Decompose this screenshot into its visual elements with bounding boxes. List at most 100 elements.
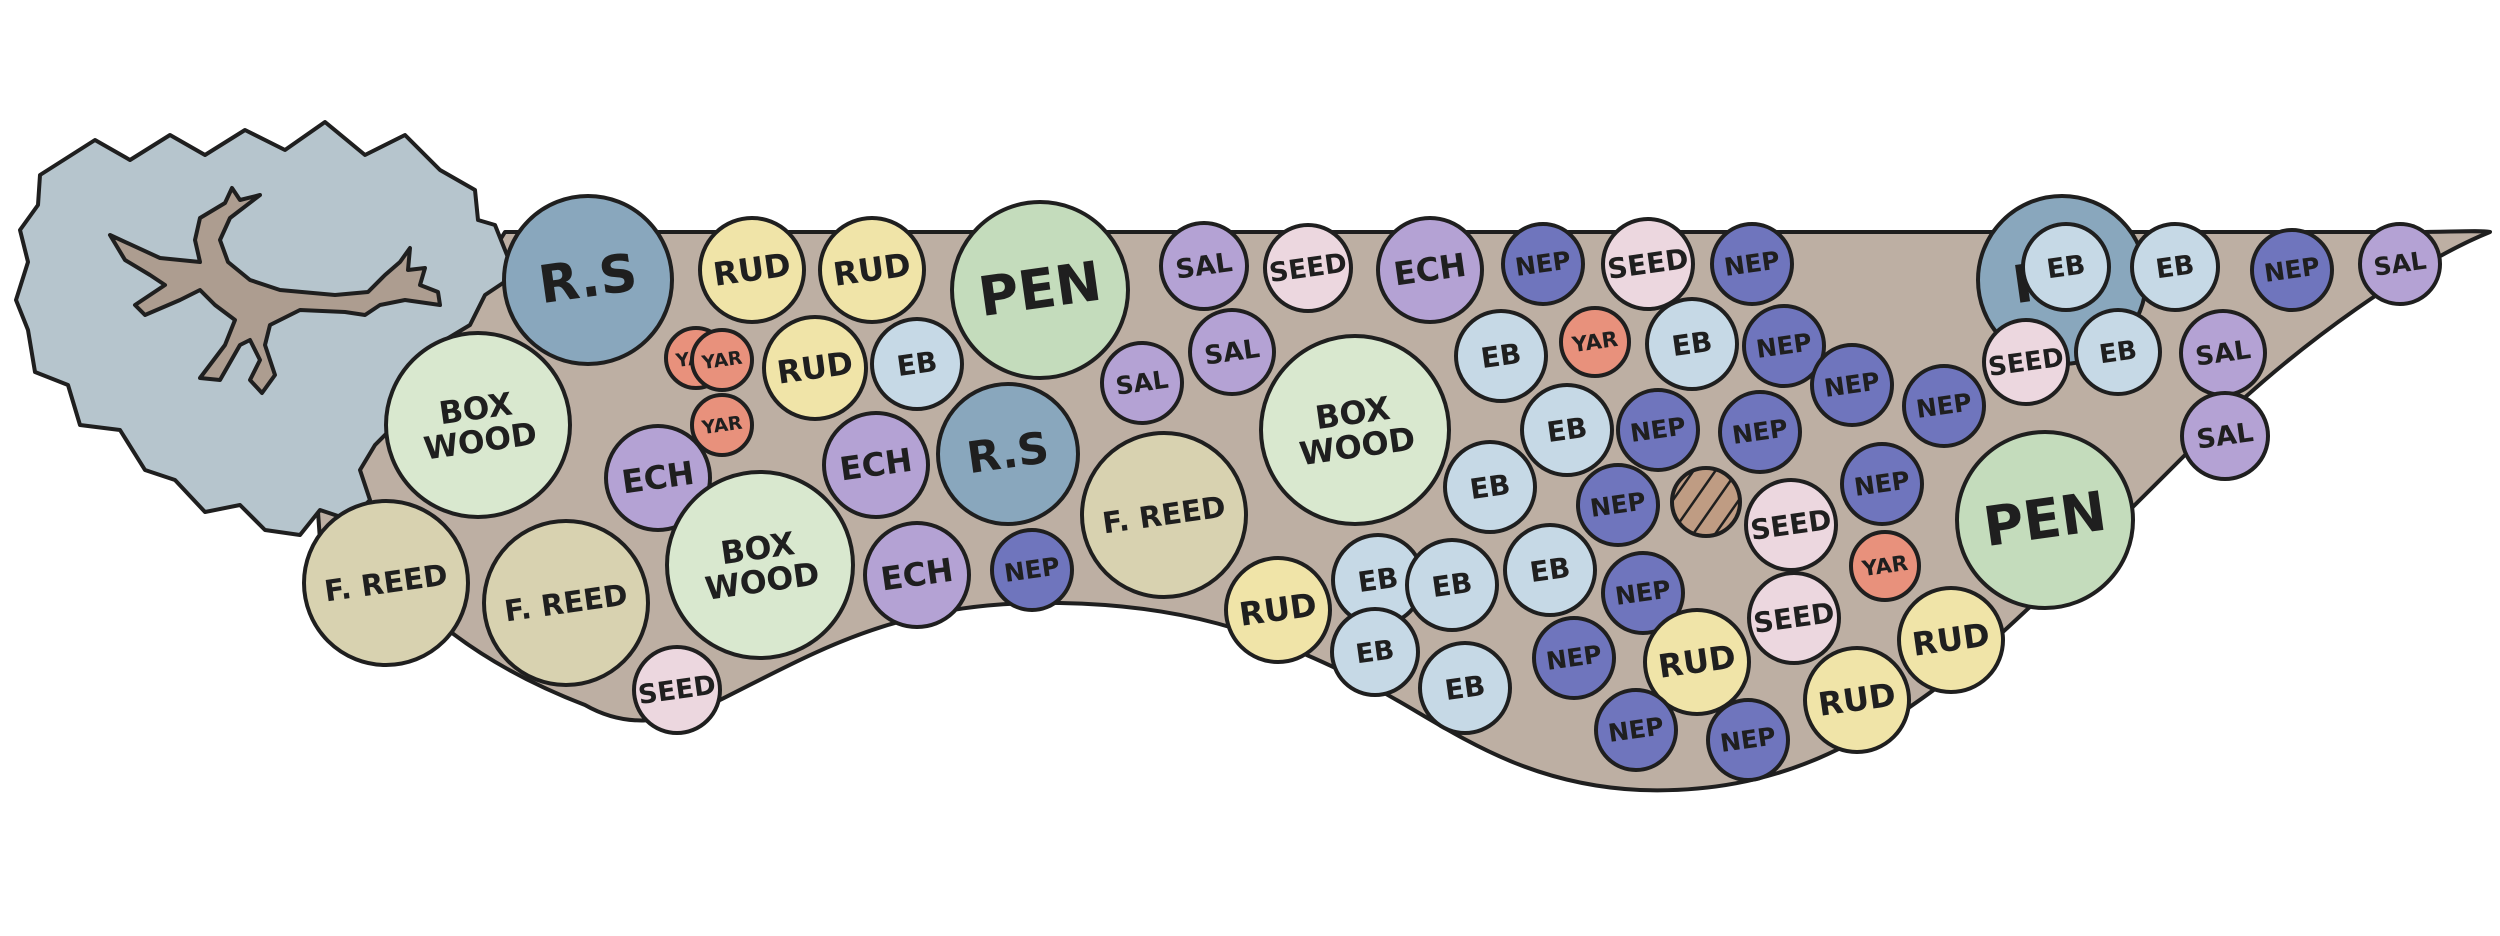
plant-rud: RUD <box>762 315 868 421</box>
plant-circle <box>1601 217 1695 311</box>
plant-circle <box>632 645 722 735</box>
plant-circle <box>1645 297 1739 391</box>
plant-circle <box>1100 341 1184 425</box>
plant-sal: SAL <box>2179 309 2267 397</box>
plant-circle <box>1224 556 1332 664</box>
plant-nep: NEP <box>1501 222 1585 306</box>
plant-nep: NEP <box>2250 228 2334 312</box>
plant-ech: ECH <box>1376 216 1484 324</box>
plant-circle <box>1559 306 1631 378</box>
plant-nep: NEP <box>1594 688 1678 772</box>
plant-circle <box>1897 586 2005 694</box>
plant-circle <box>1718 390 1802 474</box>
plant-pen: PEN <box>1955 430 2135 610</box>
plant-circle <box>822 411 930 519</box>
plant-sal: SAL <box>1100 341 1184 425</box>
plant-ech: ECH <box>863 521 971 629</box>
plant-circle <box>950 200 1130 380</box>
plant-ech: ECH <box>822 411 930 519</box>
plant-circle <box>2250 228 2334 312</box>
plant-circle <box>1840 442 1924 526</box>
plant-circle <box>1670 466 1742 538</box>
plant-circle <box>936 382 1080 526</box>
plant-nep: NEP <box>1576 463 1660 547</box>
plant-circle <box>1376 216 1484 324</box>
plant-eb: EB <box>1405 538 1499 632</box>
plant-nep: NEP <box>1710 222 1794 306</box>
plant-circle <box>1330 607 1420 697</box>
plant-yar: YAR <box>690 328 754 392</box>
plant-eb: EB <box>1454 309 1548 403</box>
plant-nep: NEP <box>1532 616 1616 700</box>
plant-circle <box>1982 318 2070 406</box>
plant-circle <box>1520 383 1614 477</box>
plant-sal: SAL <box>1188 308 1276 396</box>
plant-circle <box>690 328 754 392</box>
plant-eb: EB <box>1418 641 1512 735</box>
plant-nep: NEP <box>1840 442 1924 526</box>
plant-nep: NEP <box>1810 343 1894 427</box>
plant-circle <box>2021 222 2111 312</box>
plant-circle <box>2180 391 2270 481</box>
plant-rud: RUD <box>818 216 926 324</box>
plant-seed: SEED <box>632 645 722 735</box>
plant-circle <box>482 519 650 687</box>
plant-nep: NEP <box>1718 390 1802 474</box>
plant-seed: SEED <box>1263 223 1353 313</box>
plant-circle <box>2358 222 2442 306</box>
plant-nep: NEP <box>990 528 1074 612</box>
plant-circle <box>2074 308 2162 396</box>
plant-rud: RUD <box>1803 646 1911 754</box>
plant-circle <box>1742 304 1826 388</box>
plant-eb: EB <box>2074 308 2162 396</box>
plant-circle <box>1706 698 1790 782</box>
plant-circle <box>1803 646 1911 754</box>
plant-seed: SEED <box>1747 571 1841 665</box>
plant-eb: EB <box>1645 297 1739 391</box>
plant-freed: F. REED <box>302 499 470 667</box>
plant-nep: NEP <box>1902 364 1986 448</box>
plant-circle <box>863 521 971 629</box>
plant-circle <box>1503 523 1597 617</box>
plant-seed: SEED <box>1982 318 2070 406</box>
tree-trunk <box>108 186 442 395</box>
plant-circle <box>1188 308 1276 396</box>
plant-circle <box>1418 641 1512 735</box>
plant-seed: SEED <box>1744 478 1838 572</box>
plant-sal: SAL <box>1159 221 1249 311</box>
plant-circle <box>384 331 572 519</box>
plant-circle <box>1810 343 1894 427</box>
plant-circle <box>1454 309 1548 403</box>
plant-eb: EB <box>1503 523 1597 617</box>
plant-circle <box>1747 571 1841 665</box>
plant-eb: EB <box>2021 222 2111 312</box>
plant-circle <box>1594 688 1678 772</box>
plant-circle <box>690 393 754 457</box>
plant-circle <box>990 528 1074 612</box>
plant-circle <box>1710 222 1794 306</box>
plant-pen: PEN <box>950 200 1130 380</box>
plant-circle <box>1159 221 1249 311</box>
plant-circle <box>302 499 470 667</box>
plant-circle <box>1643 608 1751 716</box>
plant-yar: YAR <box>1559 306 1631 378</box>
plant-circle <box>2130 222 2220 312</box>
plant-nep: NEP <box>1706 698 1790 782</box>
plant-circle <box>1902 364 1986 448</box>
plant-rud: RUD <box>698 216 806 324</box>
plant-eb: EB <box>1443 440 1537 534</box>
plant-freed: F. REED <box>1080 431 1248 599</box>
plant-circle <box>1744 478 1838 572</box>
plant-eb: EB <box>1520 383 1614 477</box>
plant-circle <box>502 194 674 366</box>
plant-rud: RUD <box>1224 556 1332 664</box>
plant-rs: R.S <box>502 194 674 366</box>
plant-circle <box>818 216 926 324</box>
plant-circle <box>1532 616 1616 700</box>
plant-circle <box>1443 440 1537 534</box>
plant-circle <box>1405 538 1499 632</box>
